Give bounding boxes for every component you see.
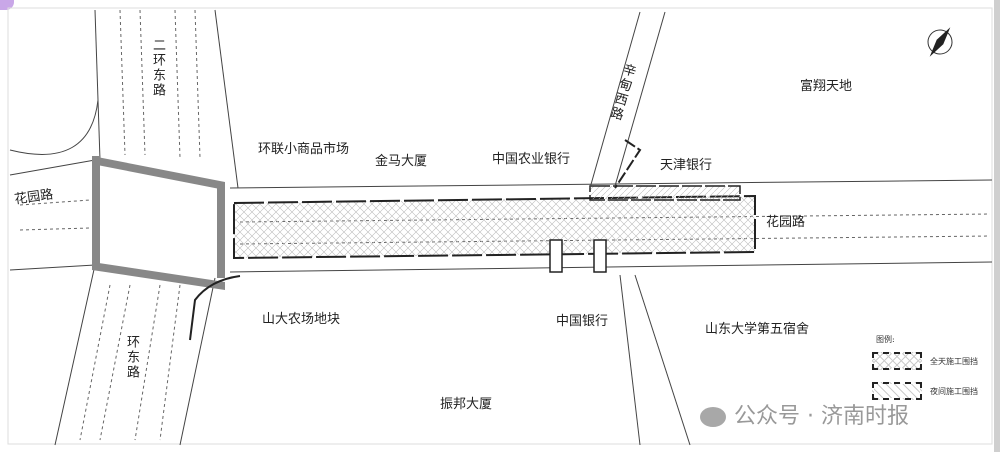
xindian-road-edges: [589, 11, 691, 446]
legend-title: 图例:: [876, 335, 895, 344]
legend-label-night: 夜间施工围挡: [930, 387, 978, 396]
construction-pits: [549, 239, 607, 273]
place-zhenbang: 振邦大厦: [440, 397, 493, 412]
sw-barrier: [189, 275, 241, 341]
corner-badge: [0, 0, 14, 10]
xindian-barrier: [614, 139, 642, 189]
huayuan-road-edges: [9, 159, 993, 273]
road-label-huayuan-east: 花园路: [766, 215, 806, 230]
north-arrow-icon: [927, 27, 953, 57]
wechat-icon: [700, 407, 726, 427]
intersection-barriers: [92, 156, 225, 290]
night-construction-zone: [589, 185, 741, 201]
place-fuxiang: 富翔天地: [800, 79, 853, 94]
road-label-erhuan-east-south: 环东路: [124, 335, 139, 380]
place-jinma-building: 金马大厦: [375, 154, 428, 169]
place-sdu-dorm: 山东大学第五宿舍: [705, 322, 810, 337]
place-tianjin-bank: 天津银行: [660, 158, 713, 173]
full-day-construction-zone: [233, 194, 756, 260]
erhuan-road-edges: [9, 9, 239, 446]
place-bank-of-china: 中国银行: [556, 314, 609, 329]
road-label-erhuan-east: 二环东路: [150, 38, 165, 98]
legend-swatch-full-day: [872, 352, 922, 370]
legend-label-full-day: 全天施工围挡: [930, 357, 978, 366]
legend-swatch-night: [872, 382, 922, 400]
place-huanlian-market: 环联小商品市场: [258, 142, 350, 157]
watermark-text: 公众号 · 济南时报: [734, 404, 909, 429]
legend: 图例: 全天施工围挡 夜间施工围挡: [860, 330, 990, 440]
place-abc-bank: 中国农业银行: [492, 152, 571, 167]
frame: [7, 7, 993, 445]
lane-markings: [19, 9, 991, 441]
place-shanda-farm: 山大农场地块: [262, 312, 341, 327]
right-border: [994, 0, 1000, 452]
watermark: 公众号 · 济南时报: [700, 398, 909, 430]
